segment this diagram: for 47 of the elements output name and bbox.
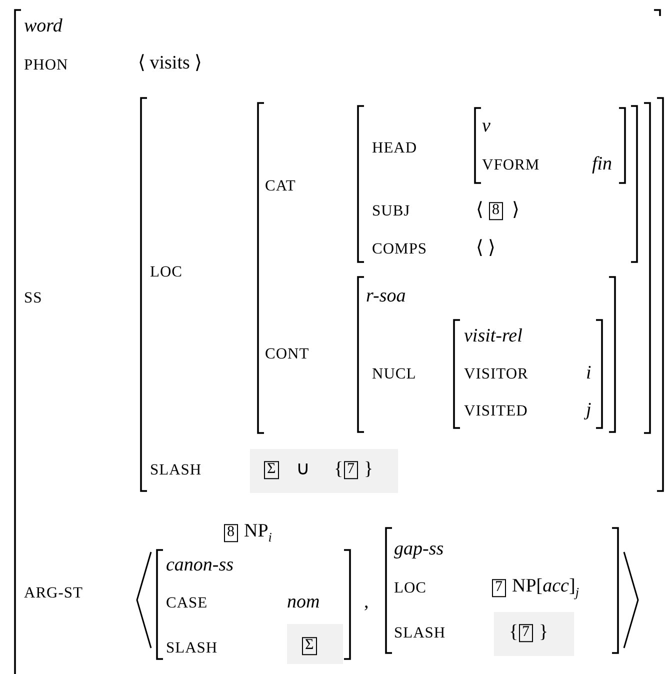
type-label: nom [287, 592, 320, 614]
value-text: ⟨ ⟩ [476, 238, 495, 260]
type-label: visit-rel [464, 326, 522, 348]
type-label: gap-ss [394, 540, 444, 560]
type-label: i [586, 364, 592, 384]
type-label: r-soa [366, 286, 406, 308]
type-label: j [586, 400, 592, 422]
feature-label: VISITED [464, 402, 528, 420]
structure-tag: 7 [344, 461, 358, 479]
value-text: NP$_{i}$ [244, 521, 272, 545]
value-text: } [539, 622, 548, 644]
value-text: { [334, 460, 344, 480]
feature-label: CASE [166, 594, 208, 612]
value-text: NP[acc]$_{j}$ [512, 576, 579, 600]
feature-label: SLASH [150, 461, 202, 479]
value-text: ∪ [296, 460, 310, 480]
structure-tag: 8 [224, 524, 238, 542]
value-text: { [509, 622, 518, 644]
value-text: ⟨ [476, 200, 483, 222]
feature-label: VISITOR [464, 365, 528, 383]
feature-label: HEAD [372, 139, 418, 157]
feature-label: SLASH [394, 624, 446, 642]
value-text: } [364, 460, 374, 480]
feature-label: ARG-ST [24, 584, 83, 602]
structure-tag: 8 [489, 202, 502, 220]
structure-tag: Σ [302, 637, 317, 655]
type-label: v [482, 116, 490, 138]
structure-tag: 7 [492, 579, 506, 597]
value-text: ⟨ visits ⟩ [138, 54, 202, 74]
feature-label: COMPS [372, 240, 428, 258]
feature-label: SS [24, 289, 42, 307]
feature-label: NUCL [372, 365, 416, 383]
structure-tag: Σ [264, 461, 279, 479]
feature-label: SLASH [166, 639, 218, 657]
type-label: fin [592, 154, 612, 176]
feature-label: CAT [265, 177, 296, 195]
value-text: , [364, 592, 369, 614]
type-label: word [24, 16, 62, 38]
feature-label: PHON [24, 56, 68, 74]
feature-label: CONT [265, 345, 310, 363]
feature-label: VFORM [482, 156, 540, 174]
structure-tag: 7 [519, 624, 532, 642]
feature-label: LOC [394, 579, 426, 597]
feature-label: LOC [150, 263, 182, 281]
value-text: ⟩ [512, 200, 519, 222]
feature-label: SUBJ [372, 202, 410, 220]
type-label: canon-ss [166, 556, 234, 576]
